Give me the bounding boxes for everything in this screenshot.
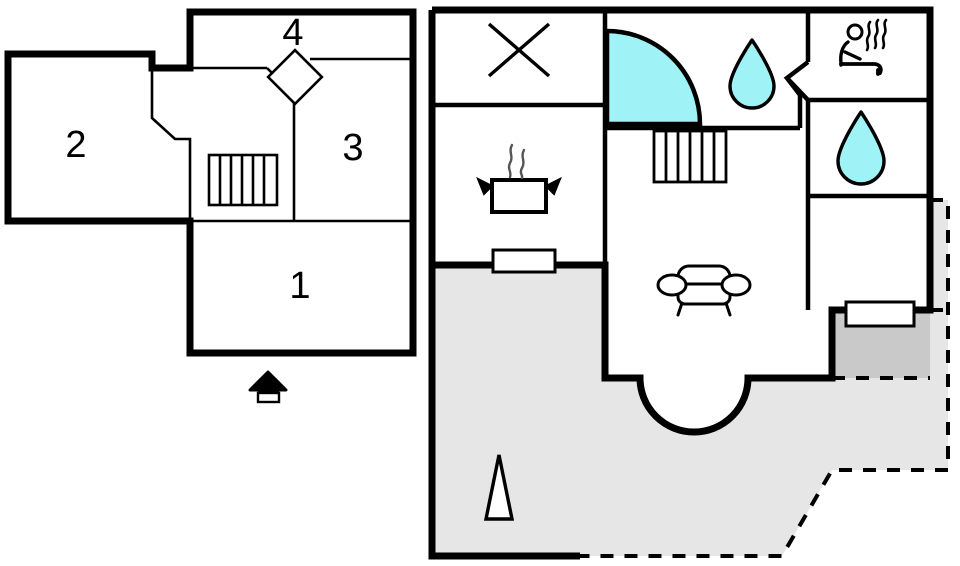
terrace-outer-wall bbox=[428, 10, 580, 560]
parasol-shape bbox=[483, 454, 515, 521]
pot-steam-2 bbox=[519, 148, 526, 180]
room-number-3: 3 bbox=[342, 127, 363, 169]
staircase-icon bbox=[652, 129, 728, 184]
door-opening-kitchen-terrace bbox=[491, 248, 557, 274]
terrace-right-extension-fill bbox=[930, 200, 948, 470]
entrance-door-top bbox=[258, 385, 279, 393]
room-number-4: 4 bbox=[282, 12, 303, 54]
steam-1 bbox=[865, 20, 872, 52]
pot-handle-right bbox=[544, 176, 562, 196]
sauna-icon bbox=[839, 18, 888, 76]
pot-steam-lines bbox=[507, 143, 526, 180]
door-opening-icon bbox=[844, 300, 916, 328]
entrance-door-body bbox=[256, 391, 281, 404]
left-plan-group: 1 2 3 4 bbox=[4, 8, 417, 404]
water-drop-icon bbox=[728, 38, 776, 110]
steam-3 bbox=[881, 18, 888, 50]
pot-steam-1 bbox=[507, 143, 514, 179]
sofa-leg-right bbox=[724, 301, 732, 317]
terrace-fill bbox=[432, 265, 930, 556]
door-opening-utility-terrace bbox=[844, 300, 916, 328]
right-plan-group bbox=[428, 6, 950, 560]
door-opening-icon bbox=[491, 248, 557, 274]
storage-cross-icon bbox=[487, 22, 551, 78]
sauna-person-head bbox=[846, 23, 864, 41]
right-plan-interior-fill bbox=[432, 10, 930, 432]
bathtub-shape bbox=[604, 28, 703, 127]
water-drop-icon bbox=[836, 110, 886, 186]
cooking-pot-icon bbox=[476, 143, 562, 214]
left-plan-outer-wall bbox=[4, 8, 417, 357]
room-number-1: 1 bbox=[289, 265, 310, 307]
entrance-house-icon bbox=[248, 370, 288, 404]
staircase-treads bbox=[218, 155, 266, 205]
sauna-person-arm bbox=[843, 50, 862, 61]
chimney-diamond-shape bbox=[266, 48, 324, 106]
water-drop-shape-2 bbox=[836, 110, 886, 186]
pot-body bbox=[490, 178, 548, 214]
right-plan-outer-wall-upper bbox=[432, 6, 934, 436]
sofa-leg-left bbox=[676, 301, 684, 317]
steam-2 bbox=[873, 18, 880, 50]
cross-line-b bbox=[487, 22, 551, 78]
sauna-steam-lines bbox=[865, 18, 888, 52]
bathtub-quarter-circle-icon bbox=[604, 28, 703, 127]
sofa-arm-left bbox=[656, 273, 688, 297]
pot-handle-left bbox=[476, 176, 494, 196]
staircase-icon bbox=[207, 153, 279, 207]
water-drop-shape-1 bbox=[728, 38, 776, 110]
staircase-treads-right bbox=[664, 131, 716, 182]
parasol-triangle-icon bbox=[483, 454, 515, 521]
sauna-person-legs bbox=[839, 62, 883, 75]
wall-sauna-angled-link bbox=[785, 76, 803, 128]
left-plan-interior-walls bbox=[150, 57, 413, 223]
chimney-diamond-icon bbox=[266, 48, 324, 106]
room-number-2: 2 bbox=[65, 124, 86, 166]
sofa-arm-right bbox=[720, 273, 752, 297]
sofa-icon bbox=[656, 264, 752, 317]
wall-hall-niche bbox=[150, 68, 192, 221]
terrace-dashed-boundary bbox=[580, 198, 950, 558]
